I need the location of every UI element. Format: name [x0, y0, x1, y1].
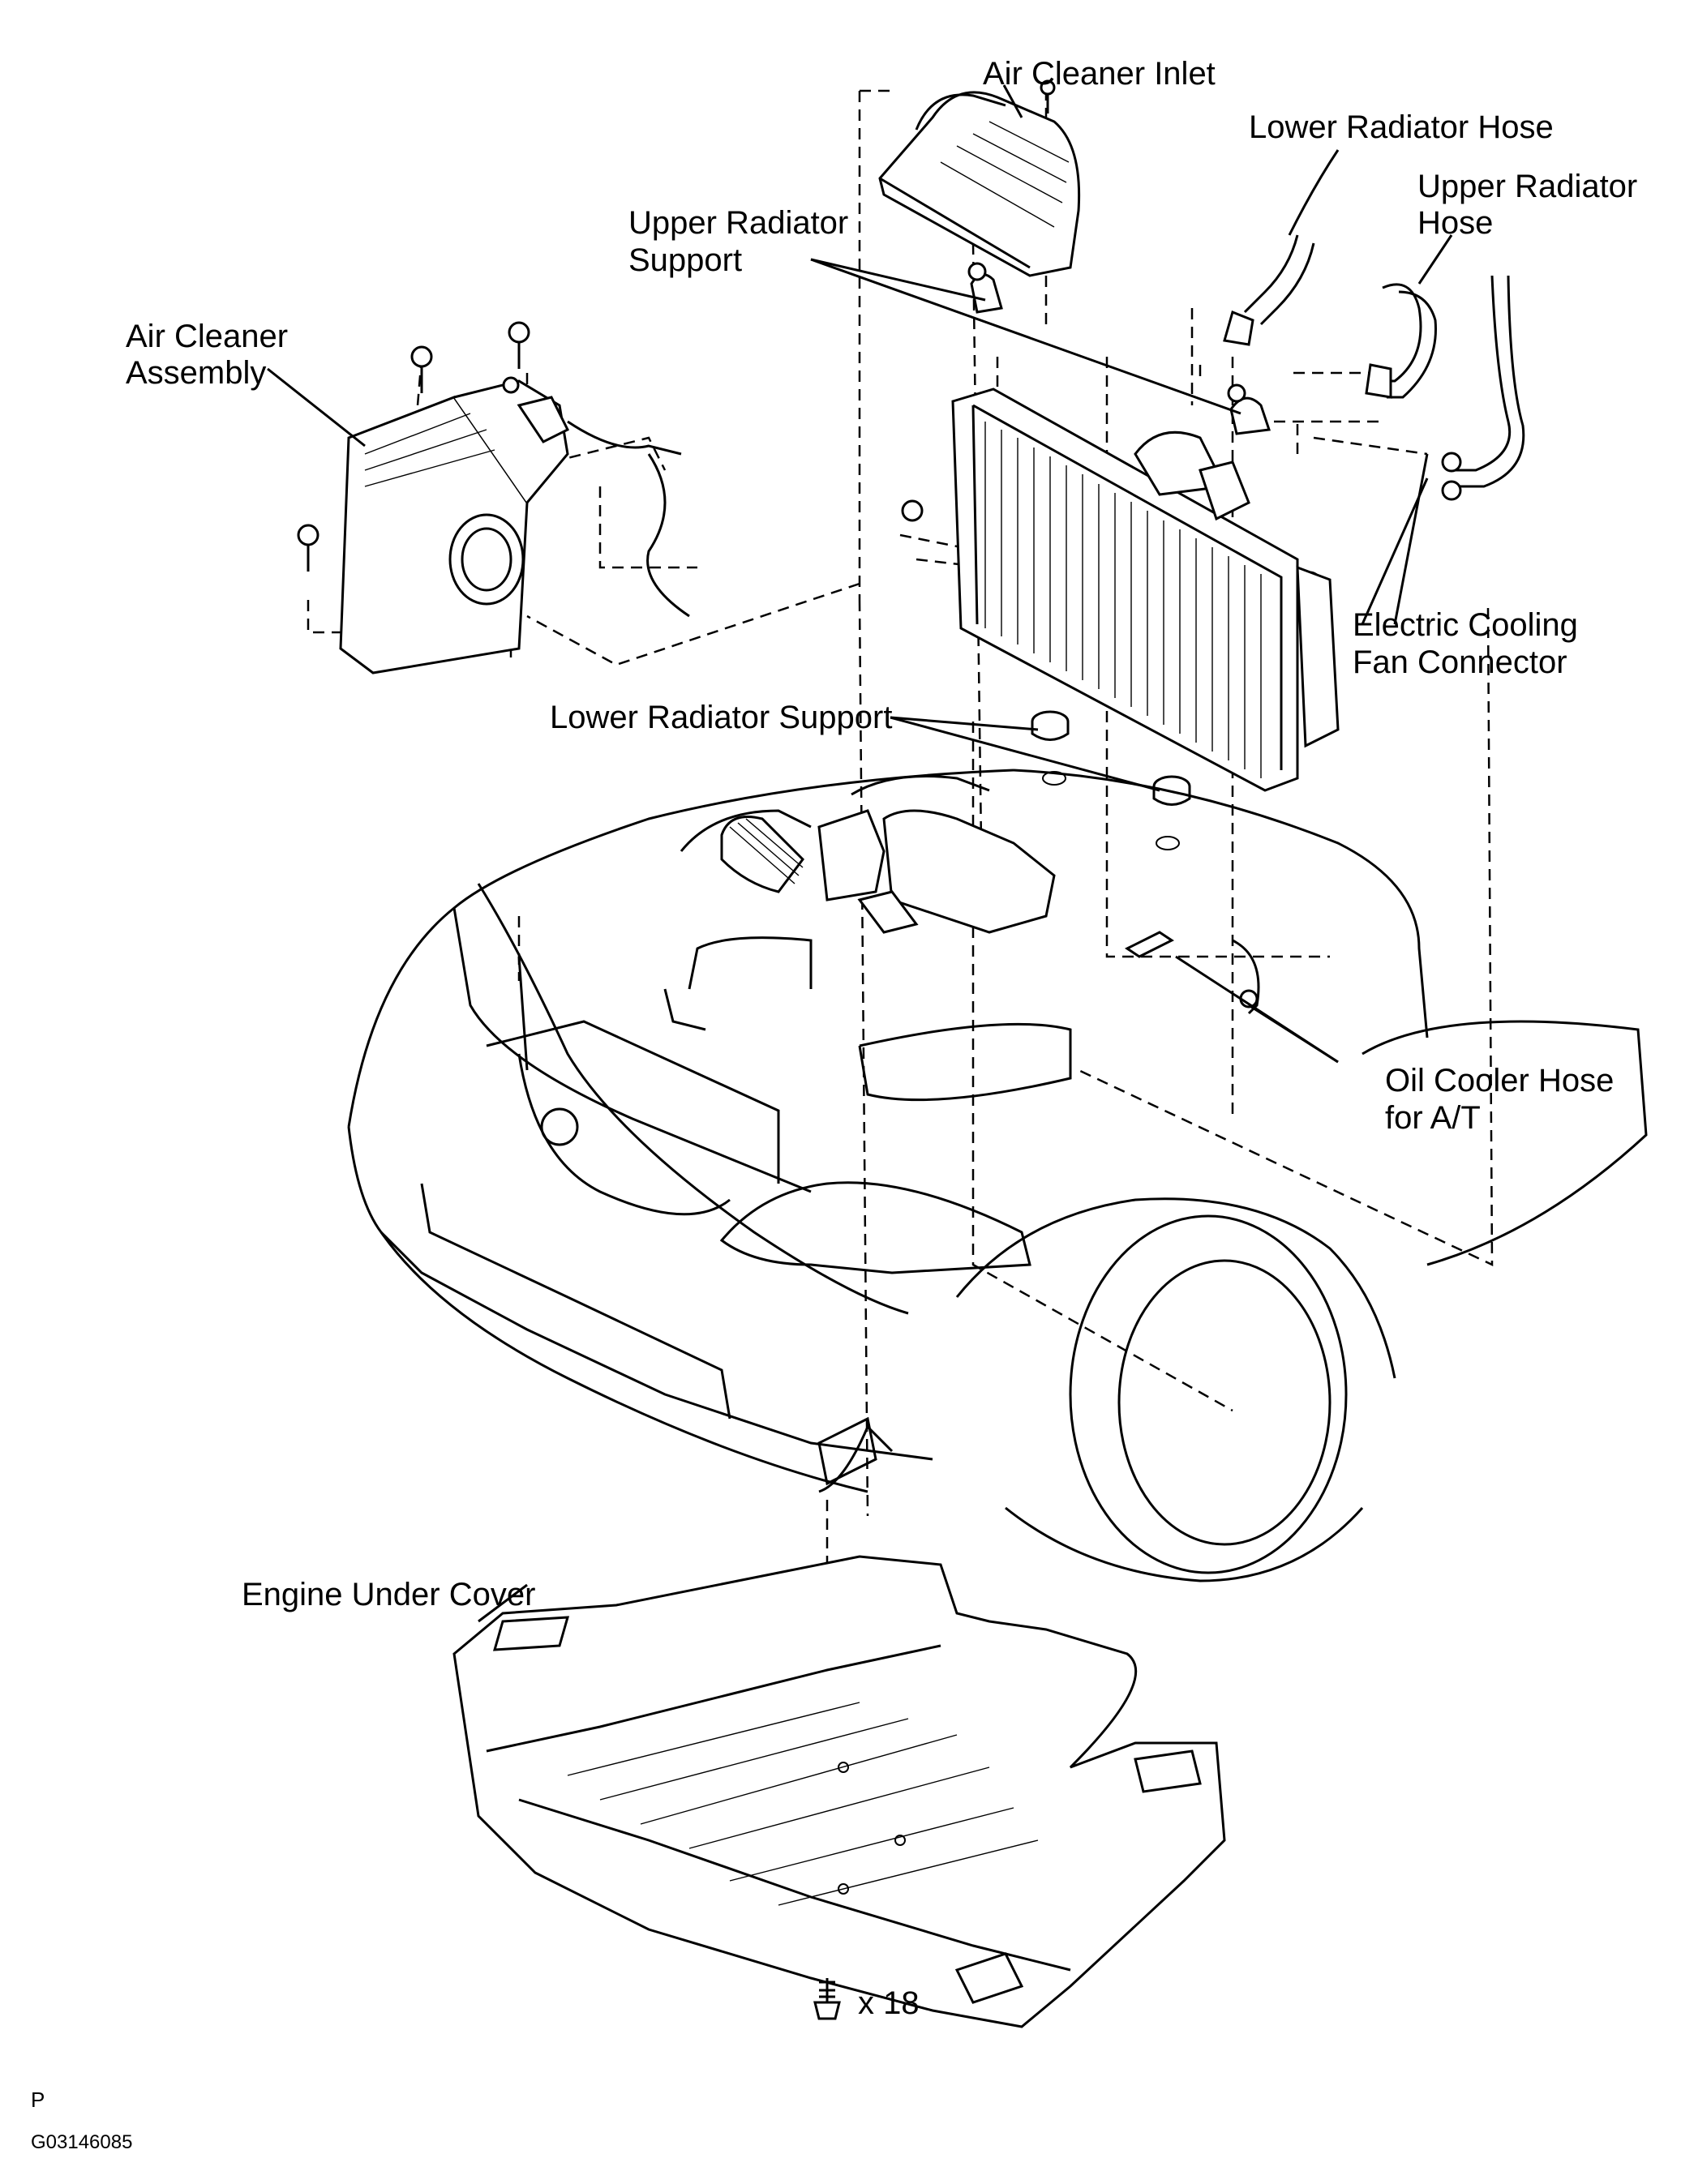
label-air-cleaner-inlet: Air Cleaner Inlet [983, 56, 1216, 92]
label-bolt-count: x 18 [858, 1985, 920, 2021]
label-air-cleaner-assembly-line1: Air Cleaner [126, 319, 289, 354]
figure-code: G03146085 [31, 2131, 133, 2153]
label-upper-radiator-support-line2: Support [628, 242, 743, 278]
leader-lines [267, 84, 1453, 1623]
label-oil-cooler-hose-line2: for A/T [1385, 1100, 1481, 1136]
label-electric-cooling-fan-line1: Electric Cooling [1353, 607, 1578, 643]
label-upper-radiator-support-line1: Upper Radiator [628, 205, 849, 241]
label-engine-under-cover: Engine Under Cover [242, 1577, 536, 1612]
label-oil-cooler-hose-line1: Oil Cooler Hose [1385, 1063, 1615, 1098]
label-upper-radiator-hose-line2: Hose [1417, 205, 1494, 241]
label-lower-radiator-hose: Lower Radiator Hose [1249, 109, 1554, 145]
air-cleaner-assembly-part [297, 321, 690, 674]
label-air-cleaner-assembly-line2: Assembly [126, 355, 267, 391]
label-upper-radiator-hose-line1: Upper Radiator [1417, 169, 1638, 204]
label-lower-radiator-support: Lower Radiator Support [550, 700, 893, 735]
upper-radiator-support-part [967, 262, 1271, 435]
engine-components-part [720, 775, 1260, 1015]
bolt-icon [813, 1978, 841, 2020]
car-body-part [347, 769, 1648, 1582]
air-cleaner-inlet-part [878, 79, 1081, 277]
label-electric-cooling-fan-line2: Fan Connector [1353, 644, 1567, 680]
page-marker: P [31, 2088, 45, 2112]
lower-radiator-support-part [1031, 710, 1191, 850]
engine-under-cover-part [452, 1555, 1226, 2028]
radiator-hoses [1223, 234, 1525, 501]
radiator-part [901, 388, 1340, 792]
